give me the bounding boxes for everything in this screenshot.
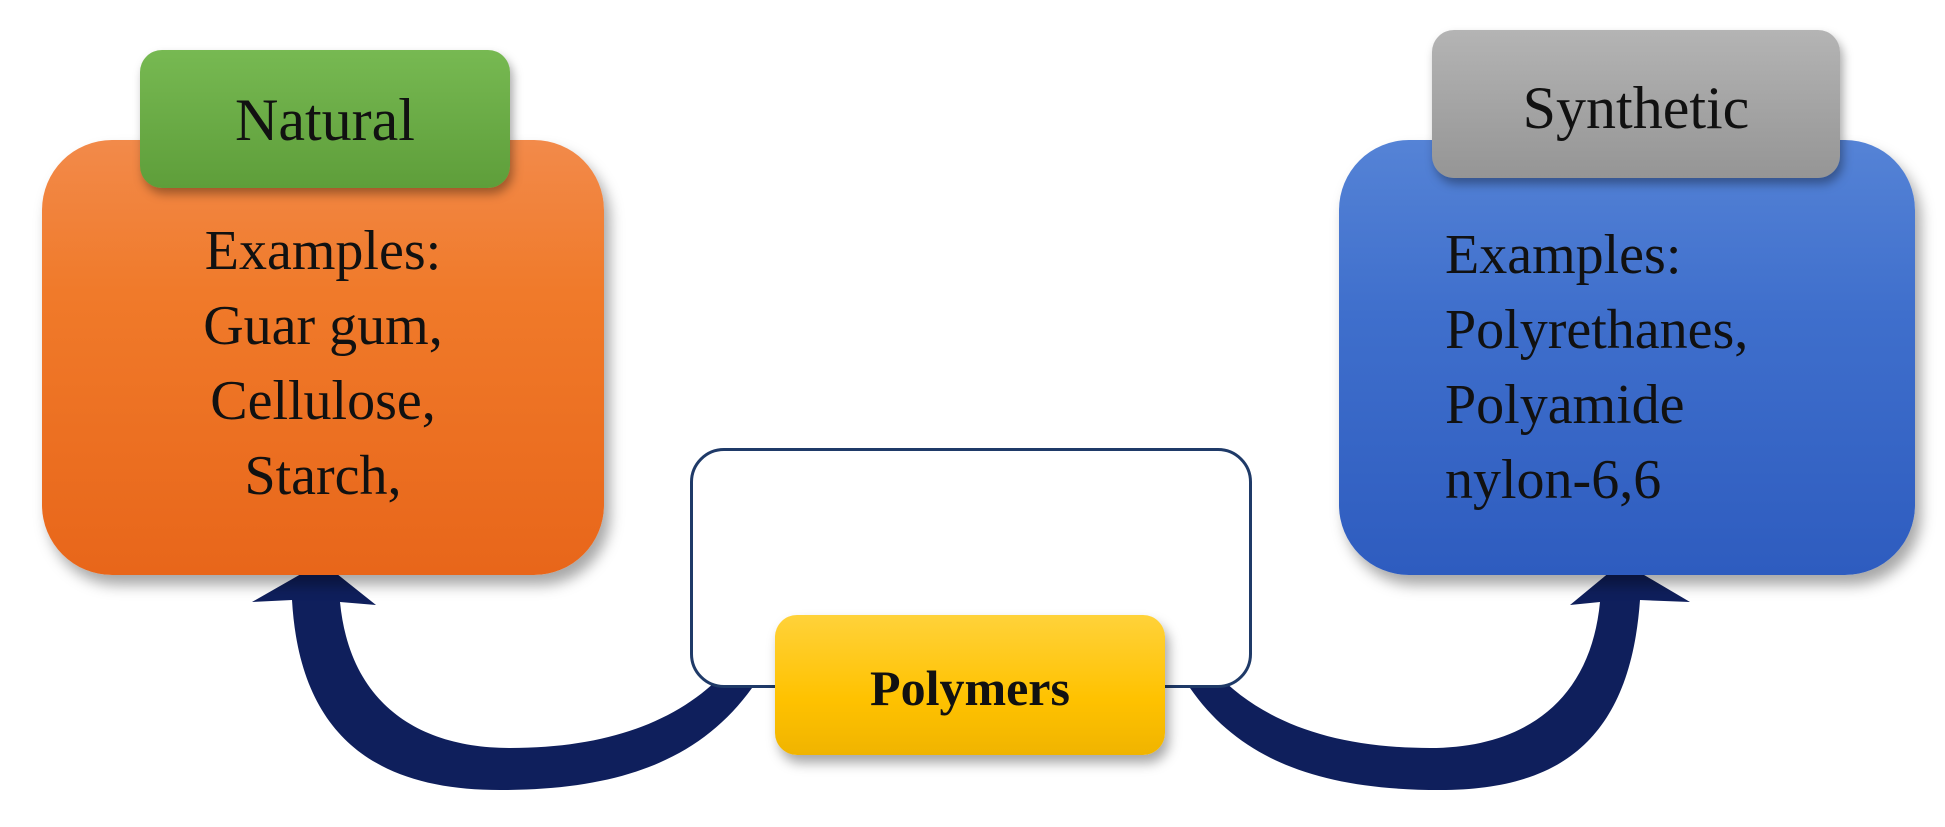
synthetic-example-line: Examples: <box>1445 224 1682 286</box>
natural-example-line: Guar gum, <box>203 295 443 357</box>
synthetic-box <box>1339 140 1915 575</box>
arrow-to-natural <box>252 562 752 790</box>
natural-example-line: Starch, <box>244 445 402 507</box>
synthetic-examples: Examples: Polyrethanes, Polyamide nylon-… <box>1445 218 1905 518</box>
natural-examples: Examples: Guar gum, Cellulose, Starch, <box>42 214 604 514</box>
synthetic-example-line: Polyamide <box>1445 374 1685 436</box>
synthetic-title: Synthetic <box>1432 30 1840 178</box>
synthetic-example-line: nylon-6,6 <box>1445 449 1662 511</box>
synthetic-example-line: Polyrethanes, <box>1445 299 1749 361</box>
arrow-to-synthetic <box>1190 562 1690 790</box>
polymers-box: Polymers <box>775 615 1165 755</box>
natural-example-line: Cellulose, <box>210 370 436 432</box>
natural-title: Natural <box>140 50 510 188</box>
natural-box <box>42 140 604 575</box>
natural-example-line: Examples: <box>204 220 442 282</box>
